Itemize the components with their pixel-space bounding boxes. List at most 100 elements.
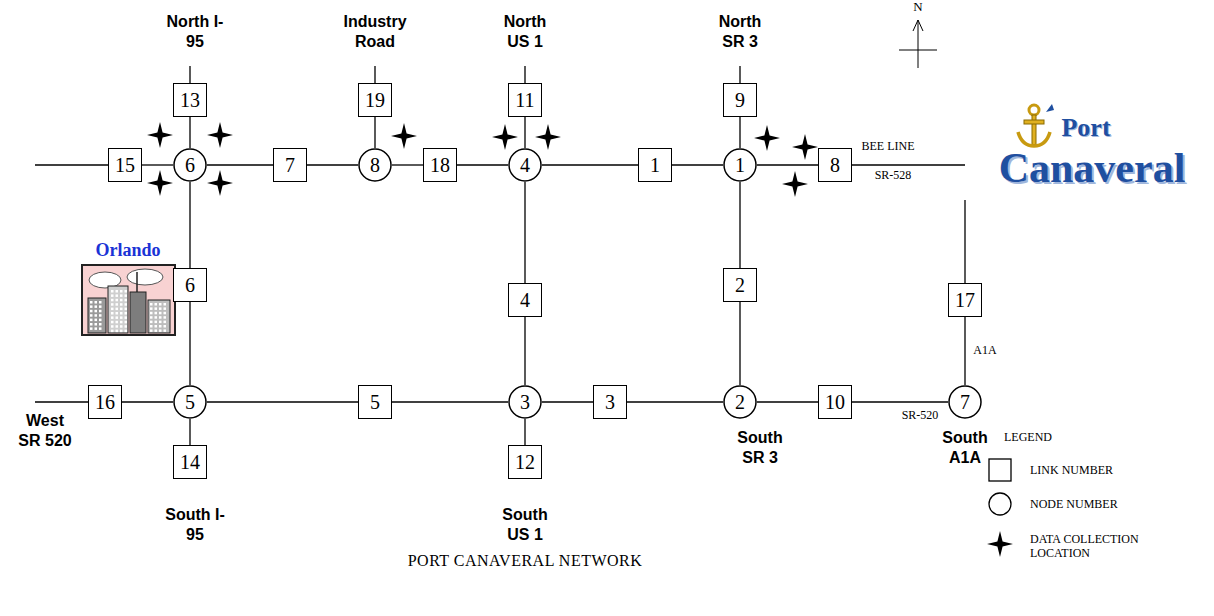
window	[159, 303, 162, 306]
node-number: 8	[370, 155, 380, 175]
link-number: 3	[605, 392, 615, 412]
window	[111, 294, 114, 297]
north-compass	[899, 20, 937, 68]
road-line	[964, 200, 965, 283]
building	[148, 300, 170, 333]
window	[120, 299, 123, 302]
data-star	[754, 125, 780, 151]
link-number: 13	[180, 90, 200, 110]
link-box: 8	[818, 148, 852, 182]
window	[116, 303, 119, 306]
link-number: 14	[180, 452, 200, 472]
window	[155, 325, 158, 328]
link-number: 7	[285, 155, 295, 175]
circle-shape	[724, 386, 756, 418]
road-line	[35, 164, 108, 165]
link-box: 1	[638, 148, 672, 182]
road-label: South A1A	[935, 428, 995, 468]
window	[120, 321, 123, 324]
windows	[90, 290, 166, 332]
node-number: 6	[185, 155, 195, 175]
window	[150, 312, 153, 315]
road-line	[524, 66, 525, 83]
window	[125, 316, 128, 319]
window	[116, 330, 119, 333]
link-box: 14	[173, 445, 207, 479]
road-link	[739, 117, 740, 148]
road-link	[627, 401, 723, 402]
link-number: 18	[430, 155, 450, 175]
link-number: 15	[115, 155, 135, 175]
window	[120, 330, 123, 333]
map-label: N	[913, 0, 922, 14]
link-box: 11	[508, 83, 542, 117]
link-number: 16	[95, 392, 115, 412]
link-box: 19	[358, 83, 392, 117]
node-number: 3	[520, 392, 530, 412]
window	[111, 290, 114, 293]
road-link	[524, 182, 525, 283]
link-box: 2	[723, 268, 757, 302]
window	[99, 314, 102, 317]
circle-shape	[359, 149, 391, 181]
road-link	[672, 164, 723, 165]
window	[164, 325, 167, 328]
window	[155, 303, 158, 306]
window	[155, 312, 158, 315]
window	[125, 312, 128, 315]
window	[150, 329, 153, 332]
link-box: 17	[948, 283, 982, 317]
link-number: 5	[370, 392, 380, 412]
data-star	[147, 170, 173, 196]
logo-text: Orlando	[95, 240, 160, 260]
legend-swatch	[987, 531, 1013, 557]
map-label: SR-520	[902, 408, 939, 422]
node-number: 7	[960, 392, 970, 412]
node-number: 2	[735, 392, 745, 412]
window	[164, 329, 167, 332]
link-number: 17	[955, 290, 975, 310]
city-icon	[82, 265, 175, 335]
window	[120, 290, 123, 293]
road-line	[852, 164, 965, 165]
node-number: 4	[520, 155, 530, 175]
window	[159, 321, 162, 324]
window	[99, 310, 102, 313]
road-line	[189, 66, 190, 83]
window	[116, 325, 119, 328]
road-link	[207, 164, 273, 165]
road-label: North SR 3	[710, 12, 770, 52]
window	[125, 308, 128, 311]
window	[159, 312, 162, 315]
link-number: 2	[735, 275, 745, 295]
road-label: Industry Road	[336, 12, 414, 52]
node-circle: 2	[723, 385, 757, 419]
road-link	[189, 419, 190, 445]
node-number: 5	[185, 392, 195, 412]
link-box: 5	[358, 385, 392, 419]
link-box: 10	[818, 385, 852, 419]
window	[125, 330, 128, 333]
road-link	[457, 164, 508, 165]
data-star	[782, 171, 808, 197]
road-link	[739, 182, 740, 268]
link-number: 6	[185, 275, 195, 295]
logo-text: Canaveral	[999, 146, 1186, 190]
circle-shape	[724, 149, 756, 181]
window	[125, 294, 128, 297]
link-number: 8	[830, 155, 840, 175]
link-box: 18	[423, 148, 457, 182]
window	[164, 321, 167, 324]
window	[90, 301, 93, 304]
window	[99, 305, 102, 308]
window	[116, 299, 119, 302]
node-circle: 4	[508, 148, 542, 182]
window	[90, 319, 93, 322]
window	[120, 325, 123, 328]
data-collection-stars	[147, 122, 818, 197]
map-label: A1A	[973, 343, 996, 357]
road-link	[757, 401, 818, 402]
window	[155, 321, 158, 324]
link-box: 16	[88, 385, 122, 419]
window	[95, 305, 98, 308]
